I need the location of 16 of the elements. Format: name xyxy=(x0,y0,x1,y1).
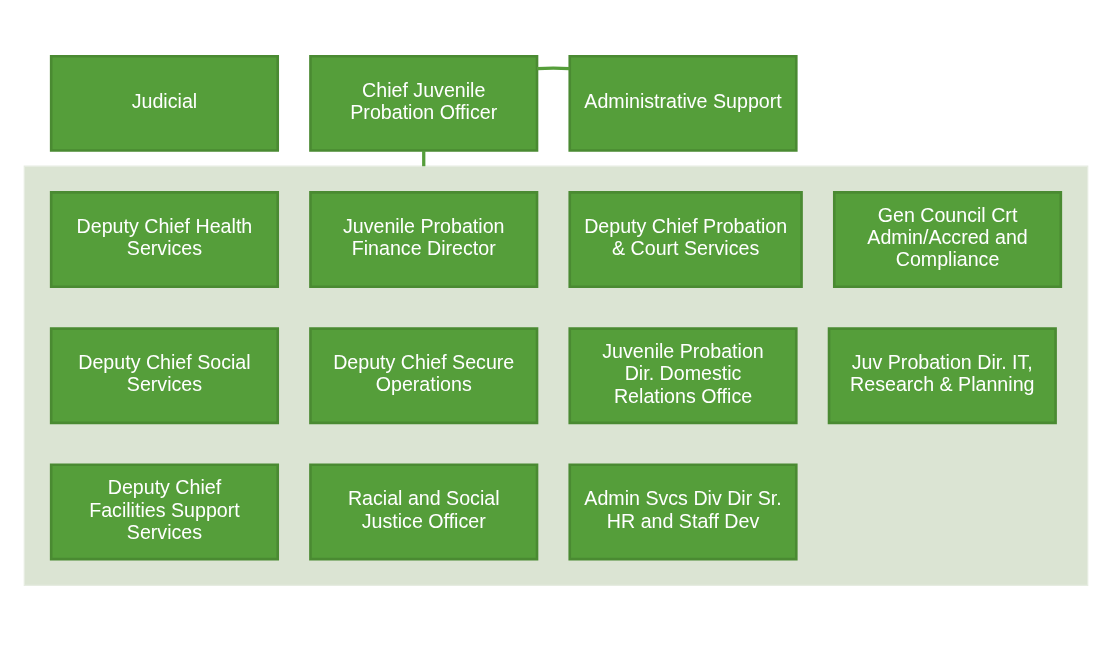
node-box: Deputy Chief Facilities Support Services xyxy=(49,463,280,560)
cluster xyxy=(23,165,1089,586)
node-box: Deputy Chief Probation & Court Services xyxy=(568,190,803,288)
node-box: Deputy Chief Health Services xyxy=(49,190,280,288)
node-box: Chief Juvenile Probation Officer xyxy=(309,54,539,152)
node-box: Judicial xyxy=(49,54,280,152)
node-box: Racial and Social Justice Officer xyxy=(309,463,539,560)
node-box: Deputy Chief Secure Operations xyxy=(309,326,539,424)
node-box: Gen Council Crt Admin/Accred and Compliance xyxy=(832,190,1063,288)
connector xyxy=(537,65,570,70)
node-box: Deputy Chief Social Services xyxy=(49,326,280,424)
node-box: Juv Probation Dir. IT, Research & Planning xyxy=(827,326,1057,424)
node-box: Administrative Support xyxy=(568,54,798,152)
node-box: Admin Svcs Div Dir Sr. HR and Staff Dev xyxy=(568,463,798,560)
node-box: Juvenile Probation Finance Director xyxy=(309,190,539,288)
node-box: Juvenile Probation Dir. Domestic Relations Office xyxy=(568,326,798,424)
